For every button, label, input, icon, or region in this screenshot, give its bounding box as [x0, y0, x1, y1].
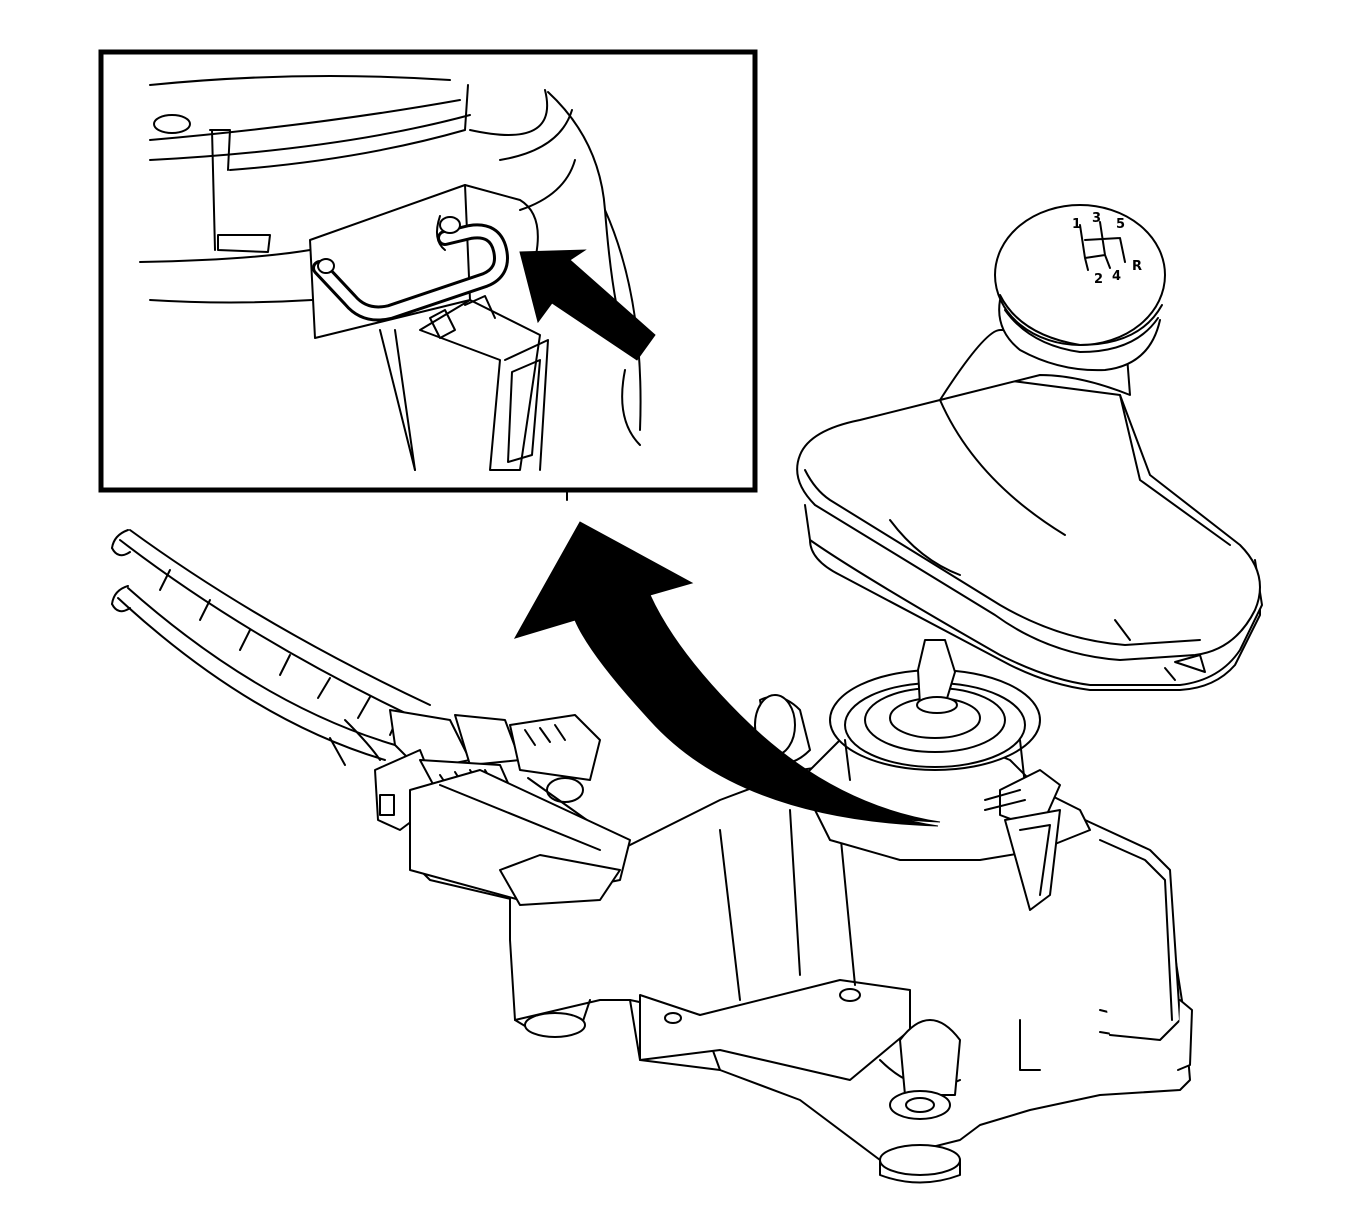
retaining-clip: [312, 215, 509, 322]
cable-sleeve-segments: [159, 569, 401, 736]
shift-pattern-icon: 1 3 5 2 4 R: [1072, 211, 1142, 287]
removal-arrow-icon: [513, 521, 941, 827]
gear-label-4: 4: [1112, 269, 1121, 284]
shift-knob: 1 3 5 2 4 R: [939, 204, 1166, 401]
shift-lever: [916, 639, 958, 714]
shift-cables: [111, 529, 431, 766]
gear-label-r: R: [1132, 259, 1142, 274]
detail-inset: [98, 49, 758, 493]
gear-label-3: 3: [1092, 211, 1101, 226]
cable-bracket: [409, 769, 631, 906]
gear-label-5: 5: [1116, 217, 1125, 232]
gear-label-1: 1: [1072, 217, 1081, 232]
shift-boot: [796, 379, 1263, 691]
gear-label-2: 2: [1094, 272, 1103, 287]
detail-arrow-icon: [519, 249, 656, 361]
